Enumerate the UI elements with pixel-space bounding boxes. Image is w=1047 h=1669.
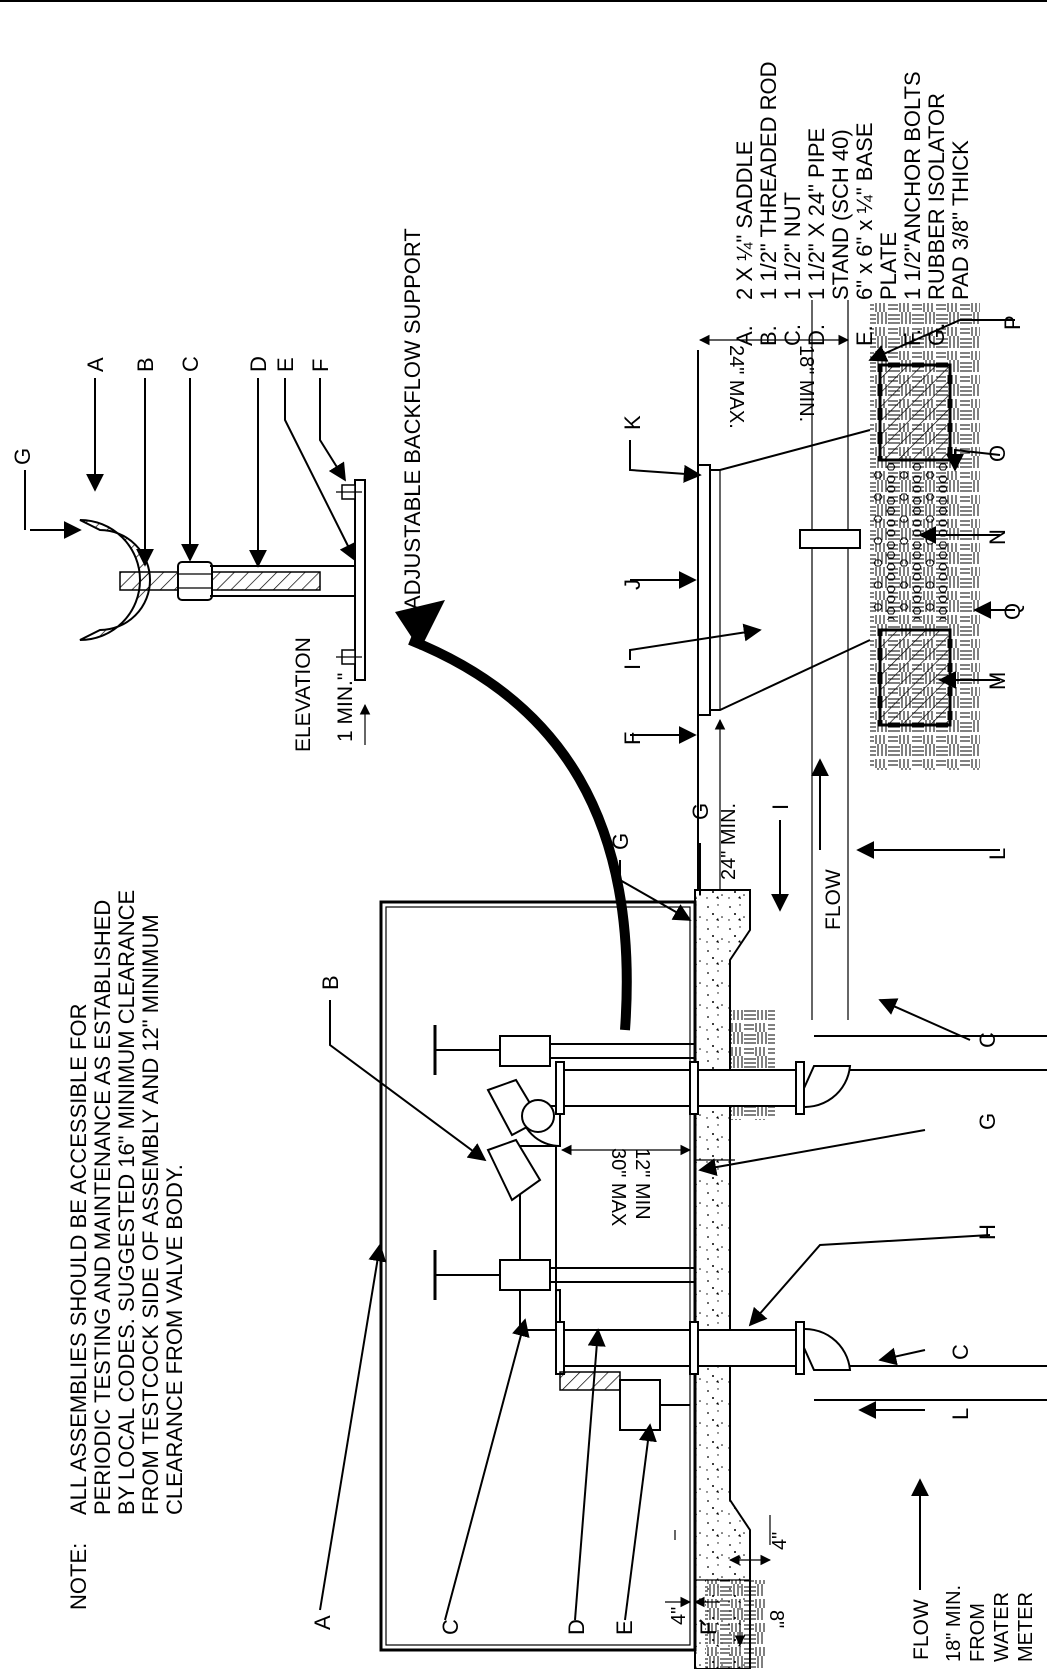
note-line-3: BY LOCAL CODES. SUGGESTED 16" MINIMUM CL… (114, 890, 139, 1515)
meter-note-3: WATER (991, 1592, 1013, 1662)
gravel-fill (870, 460, 950, 620)
section-callout-i: I (620, 664, 645, 670)
dimension-24-min: 24" MIN. (718, 803, 740, 880)
main-callout-f: F (696, 1622, 721, 1635)
legend-key-b: B. (756, 325, 781, 346)
shutoff-valve-2 (499, 1035, 551, 1067)
legend-text-c: 1 1/2" NUT (780, 192, 805, 300)
dimension-18-min: 18" MIN. (795, 345, 817, 422)
legend-text-b: 1 1/2" THREADED ROD (756, 62, 781, 300)
main-callout-c-left: C (438, 1619, 463, 1635)
main-callout-c-lower: C (948, 1344, 973, 1360)
buried-section: 18" MIN. 24" MAX. FLOW K J I F P O N Q M… (620, 300, 1025, 1020)
detail-callout-f: F (308, 359, 333, 372)
flow-label-main: FLOW (910, 1599, 933, 1660)
detail-callout-e: E (273, 357, 298, 372)
dimension-4-right: 4" (769, 1532, 791, 1550)
detail-callout-a: A (83, 357, 108, 372)
legend-text-e1: 6" x 6" x ¼" BASE (852, 122, 877, 300)
legend-text-e2: PLATE (876, 232, 901, 300)
legend-key-c: C. (780, 324, 805, 346)
threaded-rod (119, 571, 321, 591)
legend-text-d2: STAND (SCH 40) (828, 129, 853, 300)
section-callout-l: L (985, 848, 1010, 860)
support-title: ADJUSTABLE BACKFLOW SUPPORT (400, 228, 425, 610)
dimension-24-max: 24" MAX. (725, 345, 747, 429)
legend-text-a: 2 X ¼" SADDLE (732, 141, 757, 300)
concrete-slab (694, 889, 751, 1669)
note-label: NOTE: (66, 1543, 91, 1610)
main-callout-g-slab: G (975, 1113, 1000, 1130)
dimension-12-min: 12" MIN (631, 1148, 653, 1220)
elevation-label: ELEVATION (292, 637, 315, 752)
dimension-30-max: 30" MAX (607, 1148, 629, 1226)
meter-note-4: METER (1015, 1592, 1037, 1662)
meter-note-1: 18" MIN. (943, 1585, 965, 1662)
valve-box-lid (697, 464, 711, 716)
legend-text-d1: 1 1/2" X 24" PIPE (804, 128, 829, 300)
legend-key-d: D. (804, 324, 829, 346)
flow-label-section: FLOW (822, 869, 845, 930)
main-callout-i: I (768, 804, 793, 810)
detail-callout-c: C (178, 356, 203, 372)
detail-callout-d: D (246, 356, 271, 372)
thrust-block-left (878, 628, 952, 727)
base-plate (354, 479, 366, 681)
detail-callout-g: G (10, 448, 35, 465)
main-callout-d: D (564, 1619, 589, 1635)
valve-box (698, 429, 871, 711)
legend-text-f: 1 1/2"ANCHOR BOLTS (900, 71, 925, 300)
nut (177, 561, 213, 601)
meter-note-2: FROM (967, 1603, 989, 1662)
dimension-8: 8" (765, 1610, 787, 1628)
check-valve-1 (486, 1138, 542, 1202)
legend-block: A. 2 X ¼" SADDLE B. 1 1/2" THREADED ROD … (732, 62, 973, 346)
main-callout-c-right: C (975, 1032, 1000, 1048)
main-callout-g-top: G (608, 833, 633, 850)
note-block: NOTE: ALL ASSEMBLIES SHOULD BE ACCESSIBL… (66, 890, 187, 1610)
pipe-coupling (799, 529, 861, 549)
note-line-5: CLEARANCE FROM VALVE BODY. (162, 1164, 187, 1515)
main-callout-a: A (310, 1615, 335, 1630)
note-line-4: FROM TESTCOCK SIDE OF ASSEMBLY AND 12" M… (138, 914, 163, 1515)
section-callout-m: M (985, 672, 1010, 690)
thrust-block-right (878, 363, 952, 462)
legend-text-g2: PAD 3/8" THICK (948, 140, 973, 300)
section-callout-o: O (985, 445, 1010, 462)
legend-key-a: A. (732, 325, 757, 346)
detail-callout-b: B (133, 357, 158, 372)
section-callout-q: Q (1000, 603, 1025, 620)
section-callout-j: J (620, 579, 645, 590)
main-callout-e: E (612, 1620, 637, 1635)
main-callout-g-mid: G (688, 803, 713, 820)
dimension-4-left: 4" (668, 1607, 690, 1625)
shutoff-valve-1 (499, 1259, 551, 1291)
min-dimension-label: 1 MIN." (334, 673, 357, 742)
support-detail: G A B C D E F ELEVATION 1 MIN." ADJUSTAB… (10, 228, 425, 752)
wye-strainer (619, 1379, 661, 1431)
section-callout-f: F (620, 732, 645, 745)
main-assembly: 30" MAX 12" MIN 4" 4" 8" 24" MIN. FLOW 1… (310, 718, 1047, 1669)
main-callout-b: B (318, 975, 343, 990)
detail-reference-arrow (408, 635, 632, 1031)
note-line-1: ALL ASSEMBLIES SHOULD BE ACCESSIBLE FOR (66, 1004, 91, 1516)
section-callout-k: K (620, 415, 645, 430)
section-callout-n: N (985, 529, 1010, 545)
section-callout-p: P (1000, 315, 1025, 330)
note-line-2: PERIODIC TESTING AND MAINTENANCE AS ESTA… (90, 900, 115, 1515)
main-callout-l: L (948, 1408, 973, 1420)
main-callout-h: H (975, 1224, 1000, 1240)
legend-text-g1: RUBBER ISOLATOR (924, 93, 949, 300)
